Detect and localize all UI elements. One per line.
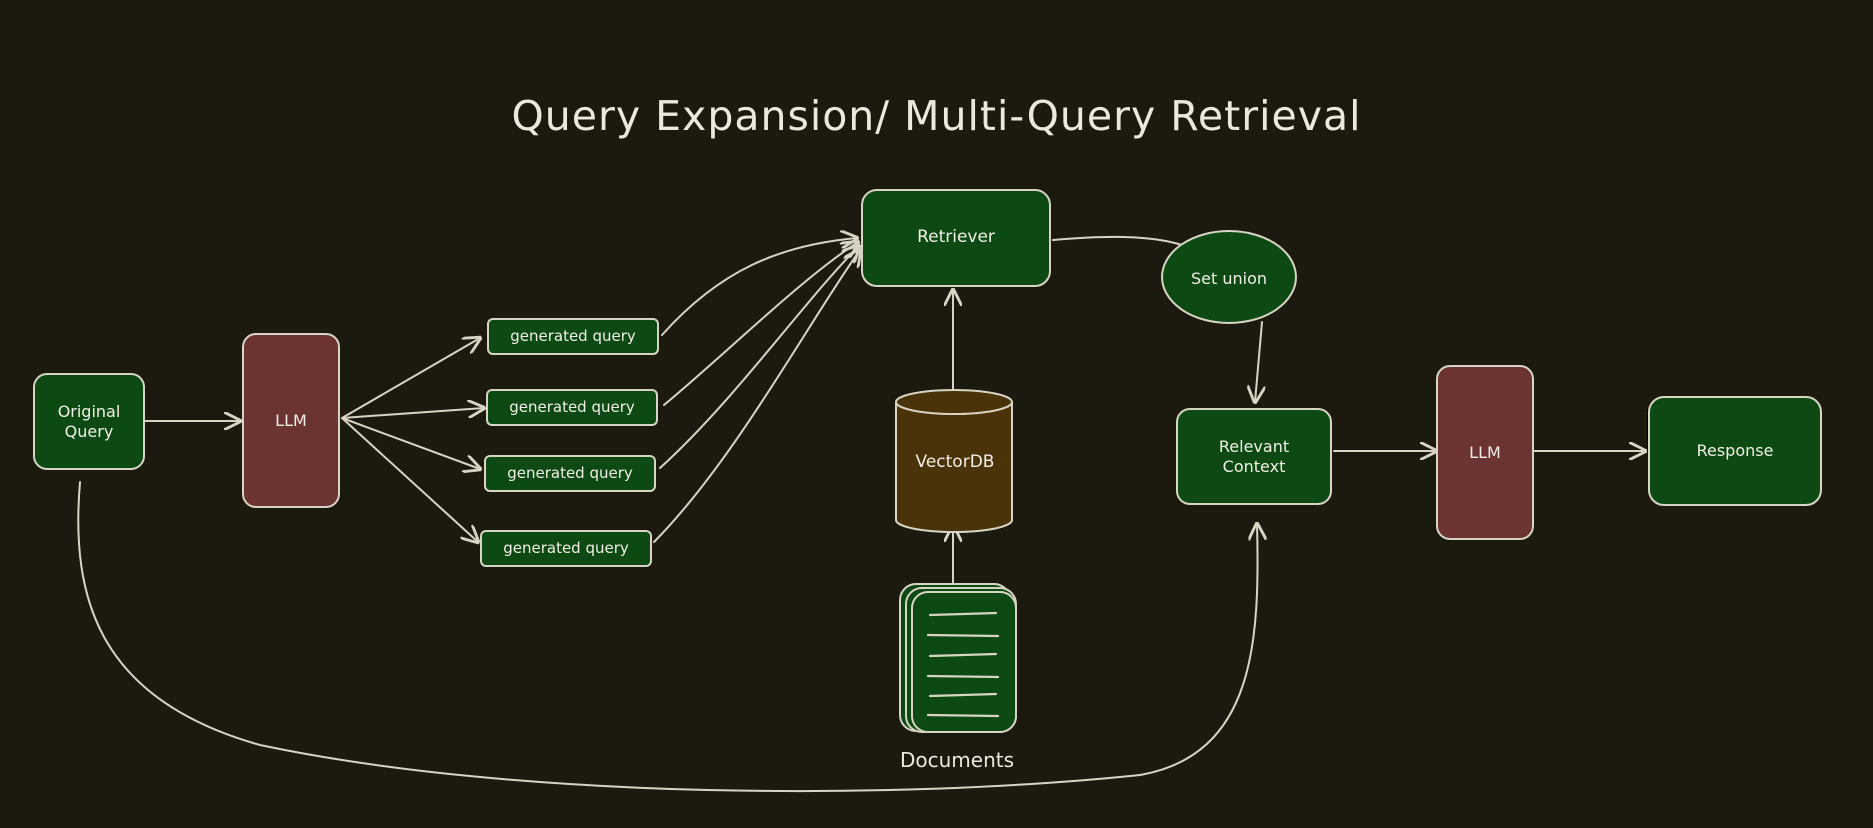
arrow-gq2-to-retriever <box>663 242 858 406</box>
arrow-union-to-context <box>1255 321 1262 402</box>
diagram-title: Query Expansion/ Multi-Query Retrieval <box>511 92 1362 140</box>
llm-node-left: LLM <box>242 333 340 508</box>
set-union-shape <box>1161 230 1297 324</box>
vectordb-cylinder <box>895 389 1013 533</box>
arrow-llm-to-gq2 <box>341 408 484 419</box>
generated-query-3: generated query <box>484 455 656 492</box>
llm-node-right: LLM <box>1436 365 1534 540</box>
vectordb-node: VectorDB <box>895 389 1015 534</box>
arrow-llm-to-gq3 <box>341 417 480 469</box>
llm-right-label: LLM <box>1469 442 1501 462</box>
arrow-gq1-to-retriever <box>661 238 857 336</box>
arrow-llm-to-gq4 <box>341 417 478 542</box>
retriever-node: Retriever <box>861 189 1051 287</box>
relevant-context-node: Relevant Context <box>1176 408 1332 505</box>
set-union-label: Set union <box>1190 268 1267 288</box>
vectordb-label: VectorDB <box>915 451 995 472</box>
generated-query-4: generated query <box>480 530 652 567</box>
arrow-llm-to-gq1 <box>341 338 480 419</box>
generated-query-2: generated query <box>486 389 658 426</box>
original-query-node: Original Query <box>33 373 145 470</box>
retriever-label: Retriever <box>917 227 995 248</box>
documents-label: Documents <box>900 748 1015 772</box>
response-node: Response <box>1648 396 1822 506</box>
arrow-query-to-context <box>77 481 1257 793</box>
relevant-context-label: Relevant Context <box>1218 436 1290 476</box>
response-label: Response <box>1696 441 1774 460</box>
generated-query-1: generated query <box>487 318 659 355</box>
arrow-gq4-to-retriever <box>653 250 860 543</box>
arrow-gq3-to-retriever <box>659 246 859 469</box>
llm-left-label: LLM <box>275 410 307 430</box>
documents-stack <box>899 583 1017 733</box>
set-union-node: Set union <box>1162 232 1296 324</box>
line-retriever-to-union <box>1052 235 1186 247</box>
original-query-label: Original Query <box>57 401 121 441</box>
